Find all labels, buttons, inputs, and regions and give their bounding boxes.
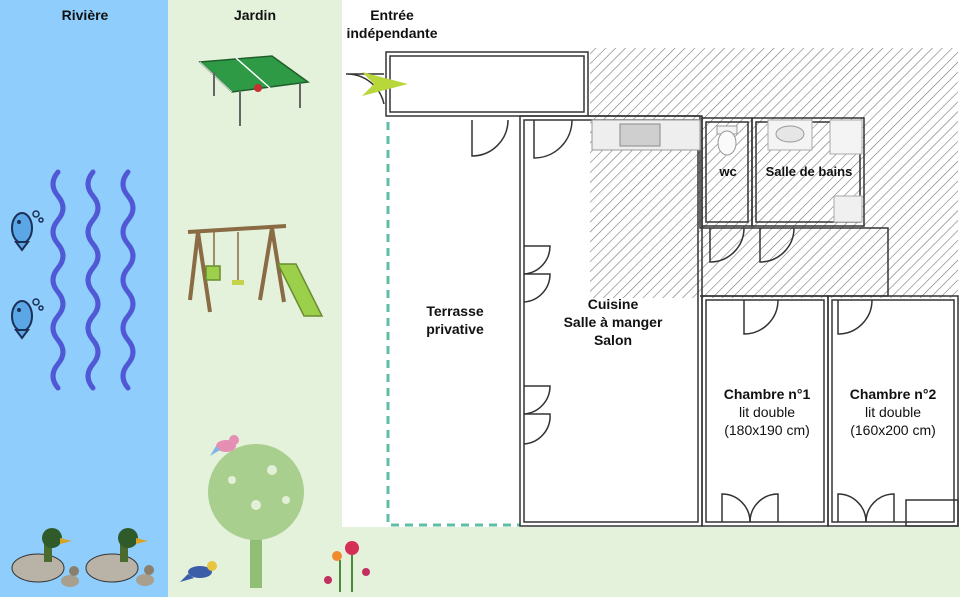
- entrance-line2: indépendante: [346, 25, 438, 41]
- bedroom1-title: Chambre n°1: [723, 386, 811, 402]
- river-waves: [50, 169, 136, 391]
- bedroom1-bed: lit double: [738, 404, 796, 420]
- hatched-zone: [590, 48, 958, 298]
- toilet-icon: [716, 125, 738, 156]
- bedroom2-title: Chambre n°2: [849, 386, 937, 402]
- entrance-label: Entrée indépendante: [332, 6, 452, 42]
- swing-set-icon: [187, 224, 324, 317]
- bird-icon: [180, 561, 217, 582]
- living-line1: Cuisine: [587, 296, 639, 312]
- terrace-label: Terrasse privative: [392, 302, 518, 338]
- sink-icon: [767, 119, 813, 151]
- shelf-icon: [833, 195, 863, 223]
- duck-icon: [11, 528, 79, 587]
- sink-icon: [619, 123, 661, 147]
- fish-icon: [11, 298, 44, 340]
- flowers-icon: [324, 541, 370, 592]
- living-line2: Salle à manger: [563, 314, 663, 330]
- river-area: [0, 0, 168, 597]
- living-line3: Salon: [593, 332, 633, 348]
- terrace-line1: Terrasse: [426, 303, 484, 319]
- entrance-line1: Entrée: [370, 7, 414, 23]
- terrace-boundary: [386, 122, 520, 527]
- living-area-label: Cuisine Salle à manger Salon: [530, 295, 696, 349]
- duck-icon: [85, 528, 154, 586]
- shower-icon: [829, 119, 863, 155]
- bedroom2-bed: lit double: [864, 404, 922, 420]
- garden-label: Jardin: [233, 7, 276, 23]
- door-icon: [345, 73, 895, 523]
- tree-icon: [208, 444, 304, 588]
- fish-icon: [11, 210, 44, 252]
- bird-icon: [210, 435, 239, 456]
- ping-pong-table-icon: [198, 55, 310, 126]
- bedroom2-size: (160x200 cm): [850, 422, 936, 438]
- bathroom-label: Salle de bains: [765, 164, 853, 179]
- river-label: Rivière: [61, 7, 109, 23]
- entrance-arrow-icon: [362, 72, 408, 96]
- terrace-line2: privative: [426, 321, 484, 337]
- bedroom1-size: (180x190 cm): [724, 422, 810, 438]
- bedroom1-label: Chambre n°1 lit double (180x190 cm): [706, 385, 828, 439]
- wc-label: wc: [719, 164, 737, 179]
- bedroom2-label: Chambre n°2 lit double (160x200 cm): [832, 385, 954, 439]
